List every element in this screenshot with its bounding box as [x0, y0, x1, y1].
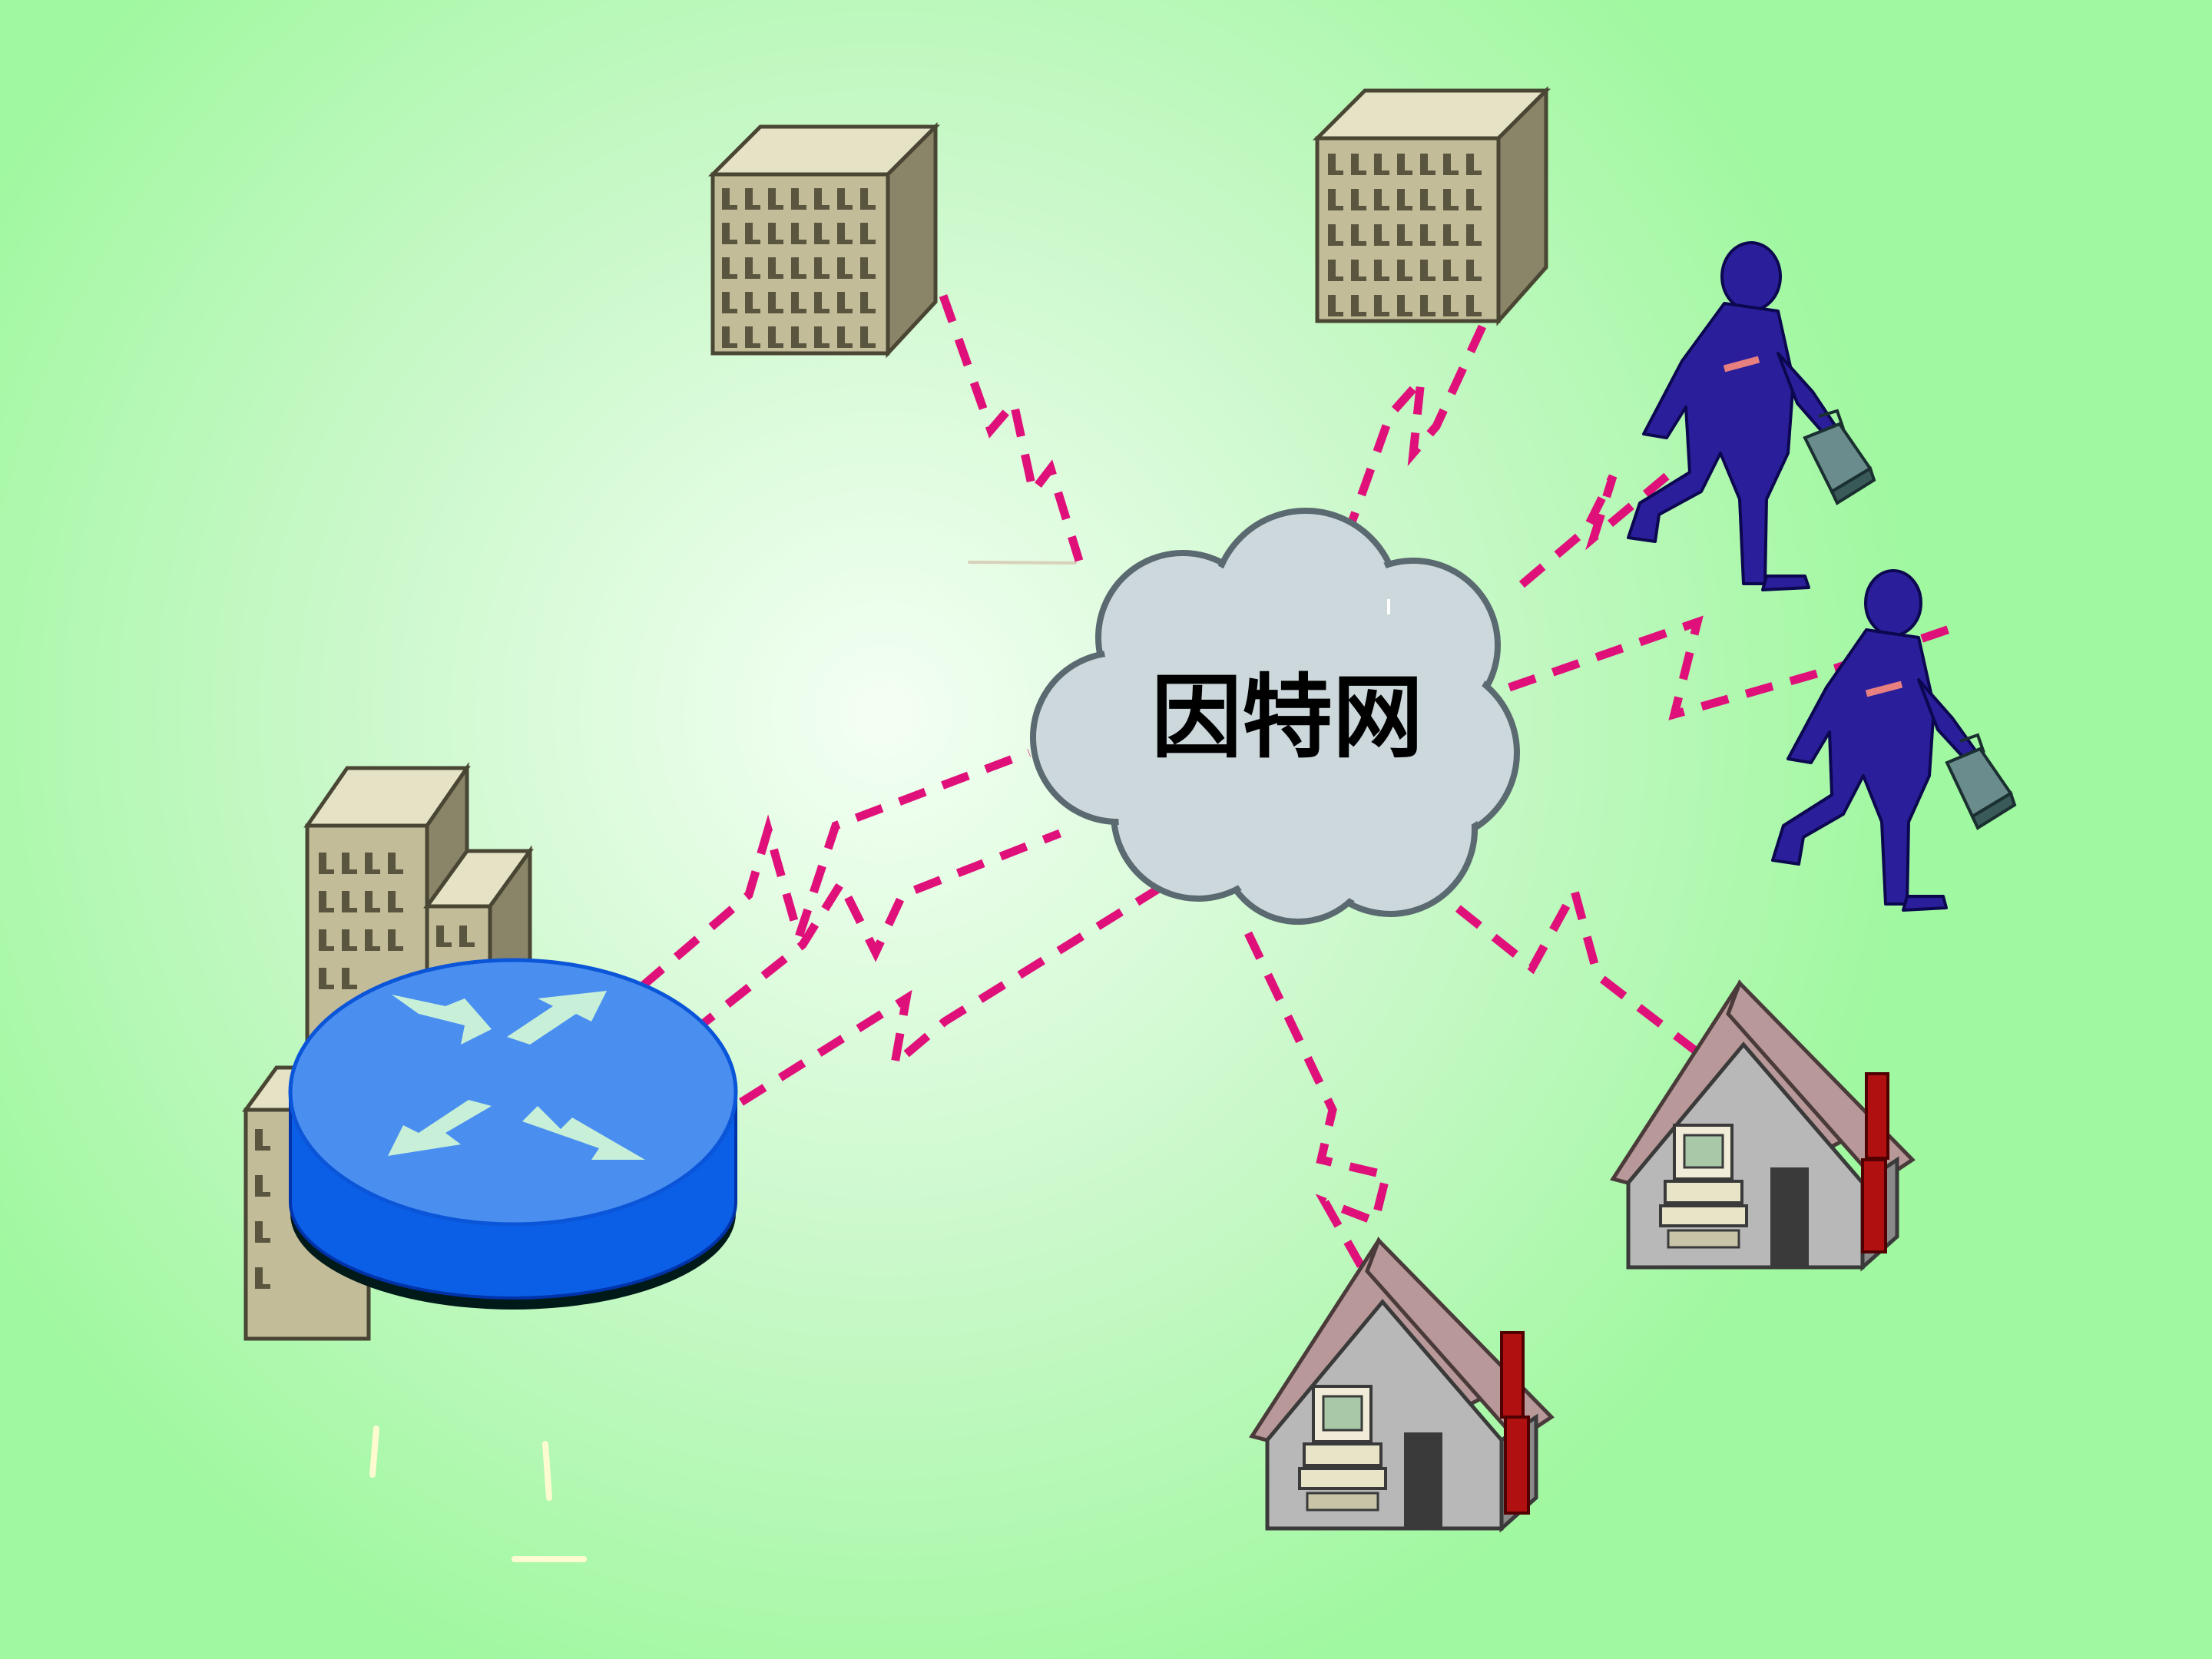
office-building-icon — [1312, 85, 1551, 326]
link-mobile-bottom — [1508, 615, 1960, 720]
cloud-label: 因特网 — [1151, 664, 1423, 770]
link-mobile-top — [1506, 472, 1670, 599]
link-office-left — [939, 294, 1084, 562]
link-office-right — [1347, 324, 1486, 524]
cloud-icon: 因特网 — [1030, 508, 1520, 925]
running-person-icon — [1771, 569, 2017, 912]
office-building-icon — [707, 121, 941, 359]
network-links — [638, 294, 1960, 1293]
link-router-2 — [688, 829, 1061, 1037]
decorative-marks — [369, 561, 1077, 1562]
running-person-icon — [1627, 241, 1876, 591]
link-router-1 — [638, 748, 1031, 991]
router-icon — [288, 958, 738, 1310]
house-computer-icon — [1610, 979, 1916, 1272]
link-home-bottom — [1244, 931, 1392, 1293]
house-computer-icon — [1249, 1237, 1555, 1533]
link-home-right — [1433, 879, 1700, 1056]
